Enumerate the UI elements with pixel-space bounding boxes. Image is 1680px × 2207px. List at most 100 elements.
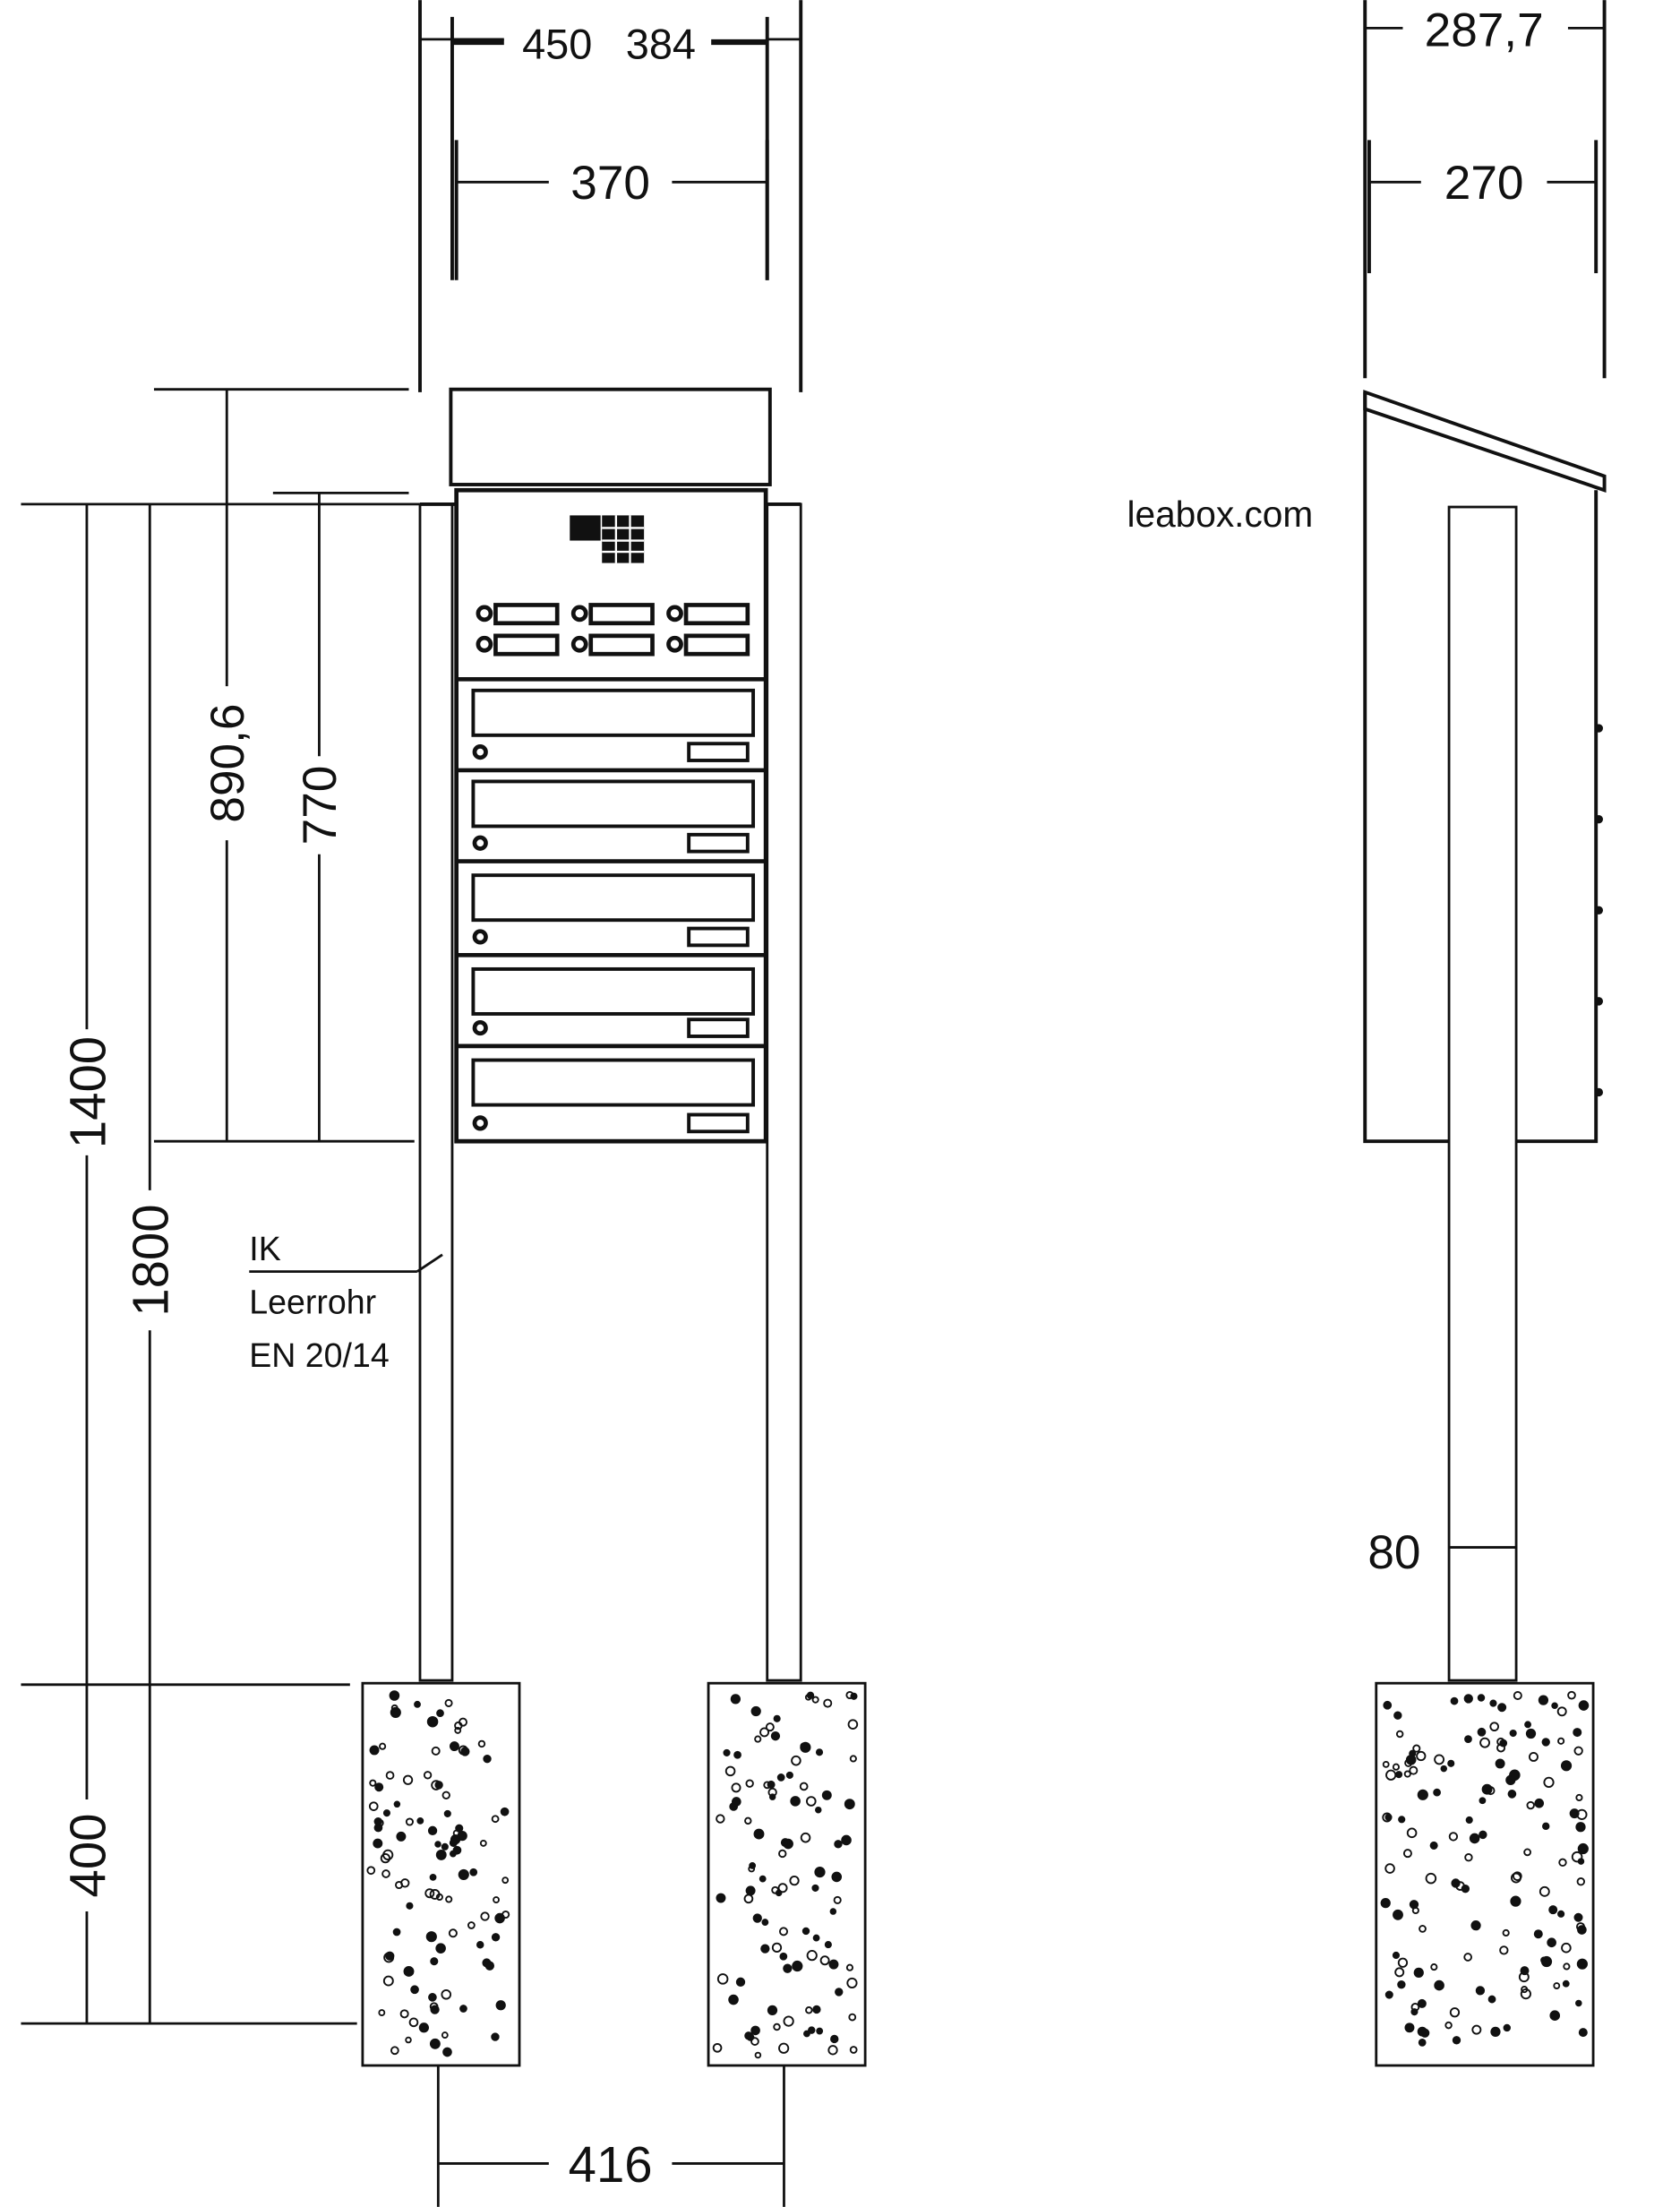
- lock-icon: [472, 835, 488, 851]
- aggregate-dot: [491, 1815, 500, 1824]
- aggregate-dot: [811, 1884, 819, 1893]
- note-en: EN 20/14: [249, 1336, 389, 1374]
- aggregate-dot: [373, 1838, 383, 1849]
- aggregate-dot: [429, 1873, 437, 1881]
- aggregate-dot: [752, 1913, 762, 1923]
- aggregate-dot: [1418, 2038, 1427, 2047]
- aggregate-dot: [436, 1709, 444, 1718]
- aggregate-dot: [449, 1741, 459, 1752]
- aggregate-dot: [1471, 2024, 1482, 2035]
- aggregate-dot: [1477, 1694, 1486, 1702]
- aggregate-dot: [1434, 1754, 1445, 1765]
- aggregate-dot: [785, 1771, 793, 1779]
- aggregate-dot: [396, 1831, 407, 1842]
- aggregate-dot: [1539, 1885, 1550, 1897]
- aggregate-dot: [724, 1765, 736, 1777]
- aggregate-dot: [1419, 1925, 1427, 1933]
- name-tag: [687, 832, 750, 854]
- aggregate-dot: [380, 1853, 391, 1864]
- aggregate-dot: [780, 1838, 790, 1848]
- aggregate-dot: [493, 1896, 500, 1903]
- aggregate-dot: [1449, 2007, 1461, 2018]
- aggregate-dot: [1384, 1990, 1393, 1999]
- aggregate-dot: [1450, 1696, 1459, 1705]
- aggregate-dot: [1547, 1937, 1556, 1948]
- aggregate-dot: [770, 1730, 781, 1741]
- aggregate-dot: [1490, 2026, 1501, 2037]
- side-bump: [1594, 724, 1604, 733]
- aggregate-dot: [1513, 1871, 1522, 1881]
- aggregate-dot: [1479, 1797, 1487, 1805]
- note-leerrohr: Leerrohr: [249, 1284, 376, 1321]
- aggregate-dot: [748, 1865, 756, 1873]
- dim-label-416: 416: [569, 2136, 653, 2193]
- aggregate-dot: [1507, 1790, 1517, 1799]
- aggregate-dot: [1447, 1759, 1455, 1767]
- aggregate-dot: [847, 1719, 859, 1730]
- aggregate-dot: [435, 1943, 446, 1954]
- name-tag: [687, 1112, 750, 1134]
- aggregate-dot: [495, 2000, 506, 2011]
- aggregate-dot: [426, 1715, 439, 1728]
- aggregate-dot: [735, 1977, 746, 1987]
- aggregate-dot: [454, 1726, 462, 1734]
- side-bump: [1594, 906, 1604, 915]
- aggregate-dot: [849, 2046, 858, 2054]
- side-bumps: [1594, 724, 1604, 1097]
- aggregate-dot: [403, 1966, 415, 1977]
- aggregate-dot: [1412, 1744, 1421, 1753]
- concrete-aggregate: [366, 1690, 1590, 2059]
- aggregate-dot: [429, 2002, 439, 2012]
- aggregate-dot: [723, 1748, 731, 1756]
- aggregate-dot: [1394, 1967, 1405, 1978]
- aggregate-dot: [1499, 1945, 1509, 1955]
- aggregate-dot: [828, 1959, 839, 1970]
- aggregate-dot: [431, 1746, 441, 1756]
- aggregate-dot: [731, 1782, 741, 1793]
- aggregate-dot: [1542, 1822, 1550, 1831]
- aggregate-dot: [1406, 1827, 1418, 1839]
- aggregate-dot: [1409, 1749, 1417, 1757]
- aggregate-dot: [1393, 1909, 1403, 1920]
- aggregate-dot: [850, 1692, 858, 1700]
- aggregate-dot: [1403, 1770, 1411, 1778]
- bell-button-icon: [476, 605, 493, 623]
- aggregate-dot: [1440, 1765, 1448, 1773]
- aggregate-dot: [1402, 1849, 1412, 1859]
- dim-label-400: 400: [59, 1814, 116, 1898]
- aggregate-dot: [1397, 1957, 1409, 1968]
- aggregate-dot: [754, 2051, 762, 2059]
- note-ik: IK: [249, 1230, 280, 1267]
- aggregate-dot: [733, 1750, 741, 1759]
- dim-top-width: 450 384: [418, 0, 803, 392]
- aggregate-dot: [408, 2017, 419, 2028]
- aggregate-dot: [1575, 1999, 1582, 2007]
- aggregate-dot: [1509, 1729, 1517, 1738]
- aggregate-dot: [385, 1771, 395, 1780]
- bell-button-icon: [570, 605, 588, 623]
- aggregate-dot: [1477, 1727, 1487, 1737]
- aggregate-dot: [1560, 1760, 1573, 1772]
- aggregate-dot: [806, 1691, 815, 1700]
- mail-compartment: [456, 688, 767, 773]
- aggregate-dot: [379, 1742, 387, 1750]
- aggregate-dot: [434, 1841, 441, 1848]
- aggregate-dot: [1577, 1842, 1589, 1855]
- aggregate-dot: [1496, 1737, 1505, 1747]
- aggregate-dot: [366, 1866, 376, 1876]
- concrete-foundation-right: [707, 1681, 867, 2067]
- aggregate-dot: [410, 1985, 419, 1995]
- aggregate-dot: [1534, 1798, 1545, 1808]
- aggregate-dot: [776, 1773, 785, 1782]
- aggregate-dot: [1411, 1906, 1419, 1915]
- aggregate-dot: [800, 1742, 807, 1750]
- aggregate-dot: [491, 2032, 500, 2041]
- aggregate-dot: [831, 1871, 843, 1883]
- aggregate-dot: [1430, 1963, 1438, 1971]
- aggregate-dot: [441, 2031, 449, 2039]
- aggregate-dot: [1569, 1808, 1580, 1819]
- aggregate-dot: [501, 1910, 510, 1919]
- aggregate-dot: [1487, 1995, 1496, 2004]
- aggregate-dot: [1465, 1816, 1473, 1825]
- aggregate-dot: [1557, 1737, 1565, 1745]
